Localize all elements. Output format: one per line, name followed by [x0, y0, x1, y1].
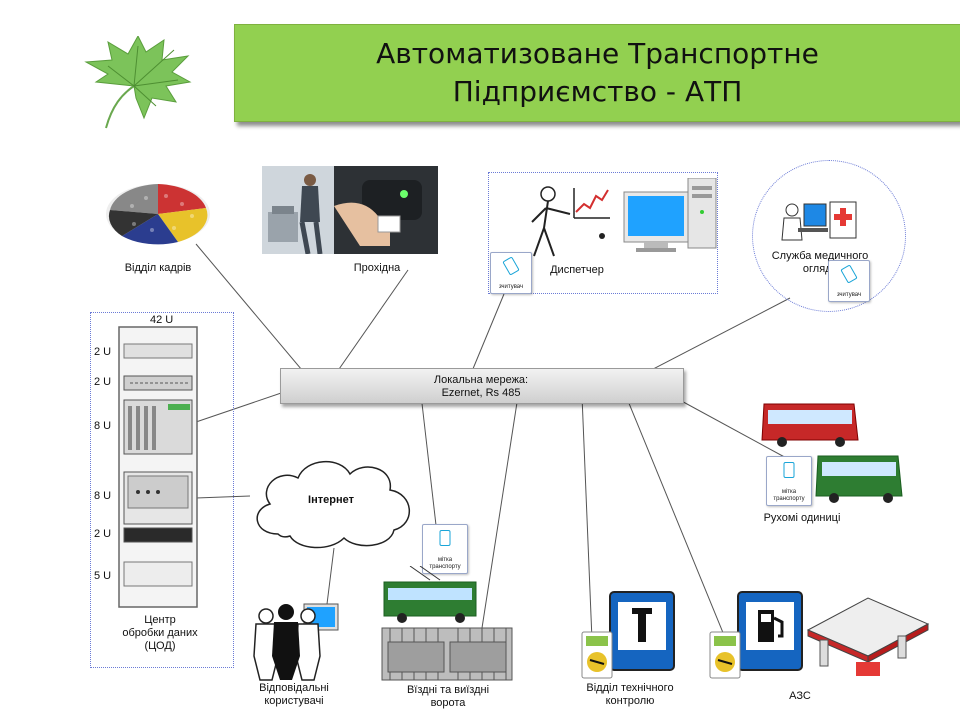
entrance-label: Прохідна — [353, 262, 401, 274]
hr-people-pie-icon — [106, 184, 210, 245]
local-network-line-2: Ezernet, Rs 485 — [441, 387, 521, 399]
internet-cloud-icon — [256, 460, 411, 549]
mobile-units-buses-icon — [761, 403, 903, 503]
line-hr — [195, 243, 313, 383]
gates-label-line-1: Вїздні та виїздні — [406, 684, 490, 696]
gates-tag-line-2: транспорту — [429, 564, 461, 570]
tech-label-line-2: контролю — [605, 695, 655, 707]
rack-caption-line-2: обробки даних — [122, 627, 198, 639]
mobile-tag-line-2: транспорту — [773, 496, 805, 502]
internet-label: Інтернет — [308, 494, 354, 506]
medical-illustration — [781, 201, 857, 241]
tech-label: Відділ технічного контролю — [574, 682, 686, 708]
tech-label-line-1: Відділ технічного — [586, 682, 674, 694]
gates-tag-line-1: мітка — [437, 557, 453, 563]
medical-reader-icon: зчитувач — [828, 260, 870, 302]
rack-unit-label: 2 U — [94, 376, 112, 388]
line-entrance — [329, 269, 409, 383]
mobile-label: Рухомі одиниці — [763, 512, 841, 524]
title-line-2: Підприємство - АТП — [452, 75, 743, 108]
rack-unit-label: 8 U — [94, 420, 112, 432]
rack-caption-line-3: (ЦОД) — [144, 640, 176, 652]
local-network-label: Локальна мережа: Ezernet, Rs 485 — [280, 374, 682, 400]
fuel-station-illustration — [709, 591, 930, 679]
hr-label: Відділ кадрів — [124, 262, 192, 274]
users-label-line-2: користувачі — [264, 695, 324, 707]
rack-caption-line-1: Центр — [144, 614, 176, 626]
gates-label-line-2: ворота — [430, 697, 466, 709]
medical-label-line-1: Служба медичного — [771, 250, 869, 262]
local-network-line-1: Локальна мережа: — [433, 374, 529, 386]
gates-illustration — [381, 566, 513, 681]
title-line-1: Автоматизоване Транспортне — [376, 37, 819, 70]
line-dispatcher — [469, 293, 505, 377]
local-network-bar — [280, 368, 684, 404]
rack-top-label: 42 U — [150, 314, 174, 326]
line-rack-internet — [195, 495, 251, 499]
medical-circle — [752, 160, 906, 312]
fuel-label: АЗС — [789, 690, 811, 702]
mobile-tag-label: мітка транспорту — [767, 489, 811, 503]
mobile-tag-line-1: мітка — [781, 489, 797, 495]
rack-unit-label: 2 U — [94, 528, 112, 540]
medical-reader-label: зчитувач — [836, 292, 862, 298]
rack-unit-label: 2 U — [94, 346, 112, 358]
line-internet-users — [325, 547, 335, 613]
users-label-line-1: Відповідальні — [259, 682, 329, 694]
gates-transport-tag-icon: мітка транспорту — [422, 524, 468, 574]
gates-label: Вїздні та виїздні ворота — [380, 684, 516, 710]
dispatcher-reader-label: зчитувач — [498, 284, 524, 290]
rack-unit-label: 5 U — [94, 570, 112, 582]
rack-caption: Центр обробки даних (ЦОД) — [104, 614, 216, 653]
dispatcher-illustration — [531, 178, 717, 257]
dispatcher-box — [488, 172, 718, 294]
line-fuel — [625, 395, 727, 641]
entrance-photo — [262, 166, 438, 254]
dispatcher-reader-icon: зчитувач — [490, 252, 532, 294]
dispatcher-label: Диспетчер — [550, 264, 604, 276]
line-rack — [195, 389, 291, 423]
tech-control-sign-icon — [581, 591, 675, 679]
page-title: Автоматизоване Транспортне Підприємство … — [234, 24, 960, 122]
line-medical — [631, 297, 791, 381]
gates-tag-label: мітка транспорту — [423, 557, 467, 571]
line-gates — [481, 395, 519, 629]
line-mobile — [675, 397, 791, 461]
rack-box — [90, 312, 234, 668]
line-tech — [581, 395, 593, 641]
rack-unit-label: 8 U — [94, 490, 112, 502]
server-rack-icon — [118, 326, 198, 608]
leaf-logo-icon — [84, 36, 192, 129]
users-group-icon — [253, 603, 339, 681]
mobile-transport-tag-icon: мітка транспорту — [766, 456, 812, 506]
users-label: Відповідальні користувачі — [246, 682, 342, 708]
